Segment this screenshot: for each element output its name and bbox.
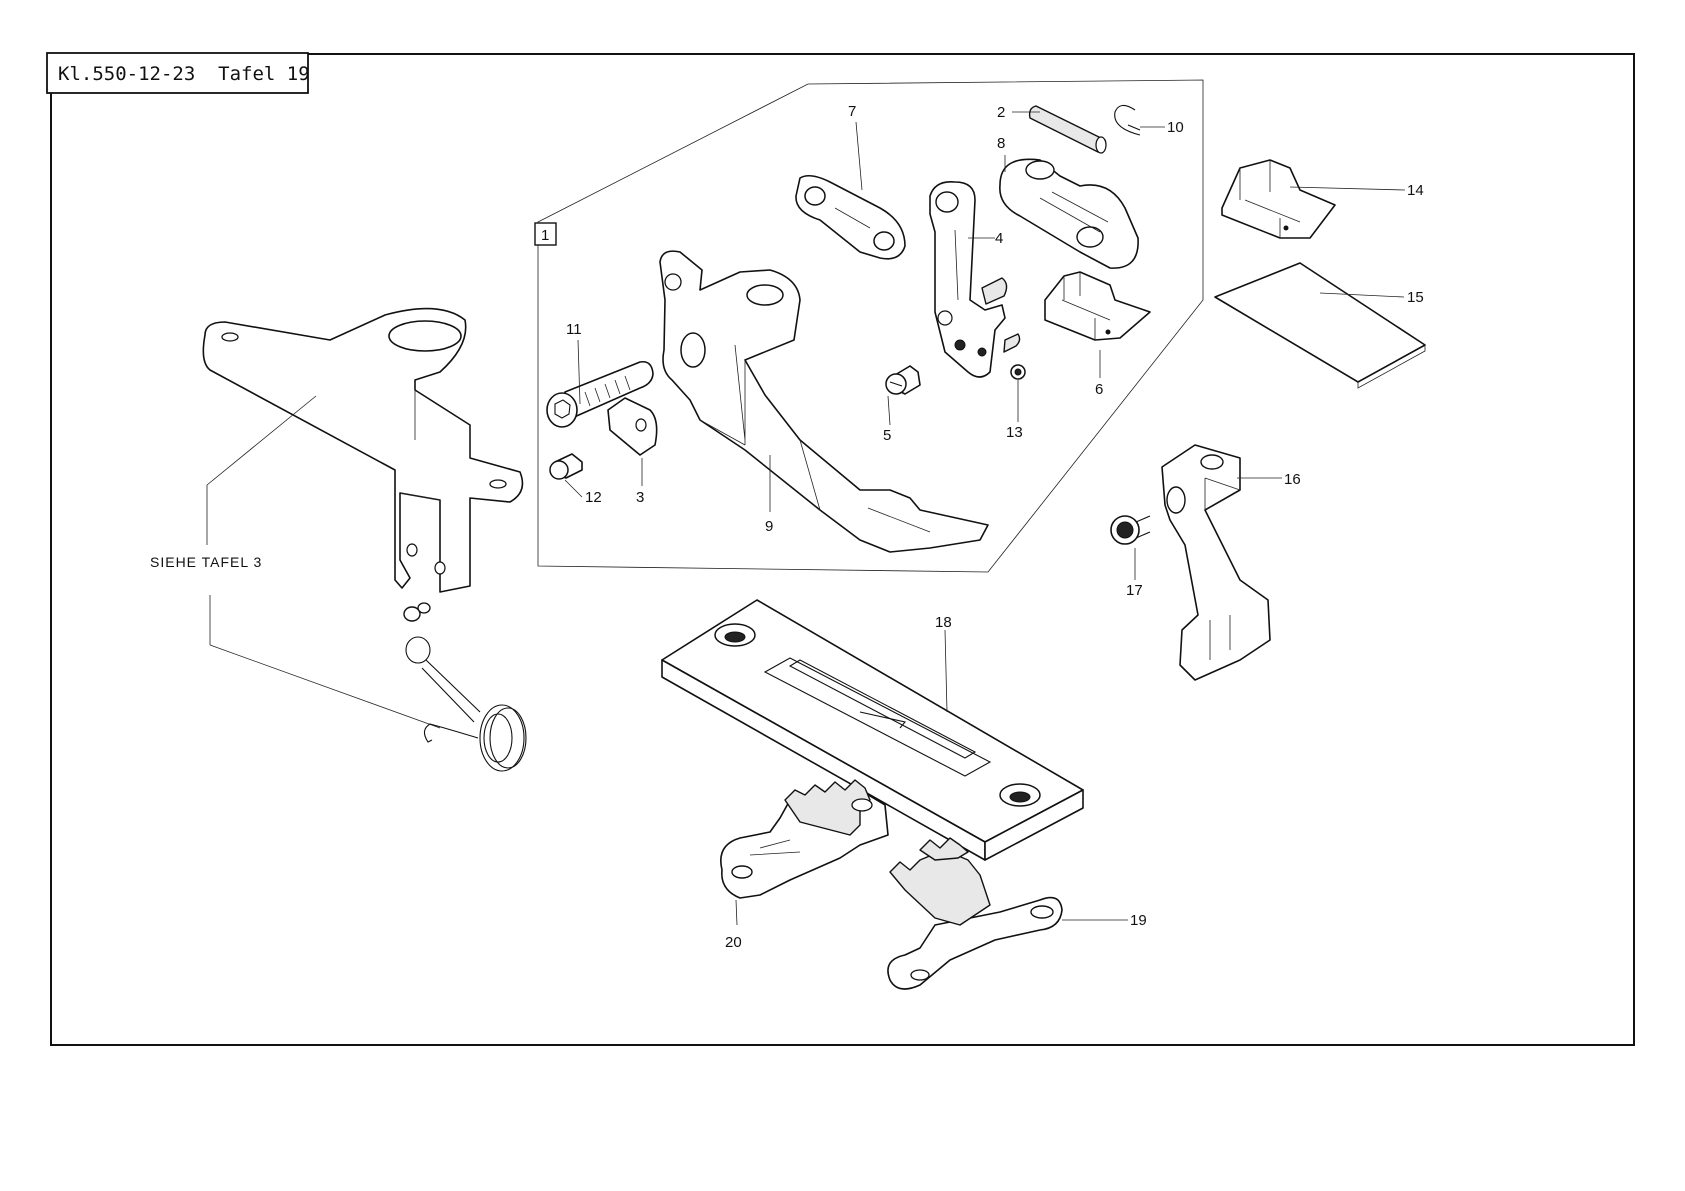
callout-9: 9: [765, 518, 773, 535]
callout-12: 12: [585, 489, 602, 506]
callout-3: 3: [636, 489, 644, 506]
header-title: Kl.550-12-23 Tafel 19: [58, 63, 310, 85]
torsion-spring-part: [406, 637, 526, 771]
arm-part-16: [1162, 445, 1270, 680]
callout-18: 18: [935, 614, 952, 631]
callout-17: 17: [1126, 582, 1143, 599]
callout-19: 19: [1130, 912, 1147, 929]
reference-note: SIEHE TAFEL 3: [150, 554, 262, 570]
callout-14: 14: [1407, 182, 1424, 199]
header-box: Kl.550-12-23 Tafel 19: [47, 53, 310, 93]
callout-5: 5: [883, 427, 891, 444]
block-part-8: [1000, 159, 1138, 268]
feed-dog-part-19: [888, 838, 1062, 989]
callout-7: 7: [848, 103, 856, 120]
screw-part-5: [886, 366, 920, 394]
callout-4: 4: [995, 230, 1003, 247]
housing-part-14: [1222, 160, 1335, 238]
housing-part-6: [1045, 272, 1150, 340]
feed-dog-part-20: [721, 780, 888, 898]
callout-15: 15: [1407, 289, 1424, 306]
callout-20: 20: [725, 934, 742, 951]
lever-part-4: [930, 182, 1020, 377]
group-marker: 1: [535, 223, 556, 245]
set-screw-part-17: [1111, 516, 1150, 544]
plate-part-3: [608, 398, 657, 455]
callout-6: 6: [1095, 381, 1103, 398]
e-clip-part-10: [1115, 105, 1140, 135]
callout-2: 2: [997, 104, 1005, 121]
set-screw-part-13: [1011, 365, 1025, 379]
screw-part-12: [550, 454, 582, 479]
callout-8: 8: [997, 135, 1005, 152]
small-screw-part: [404, 603, 430, 621]
bracket-plate-part: [203, 309, 522, 592]
callout-11: 11: [566, 321, 582, 338]
pin-part-2: [1030, 106, 1106, 153]
svg-text:1: 1: [541, 227, 549, 244]
link-part-7: [796, 176, 905, 259]
plate-part-15: [1215, 263, 1425, 382]
callout-10: 10: [1167, 119, 1184, 136]
callout-13: 13: [1006, 424, 1023, 441]
callout-16: 16: [1284, 471, 1301, 488]
